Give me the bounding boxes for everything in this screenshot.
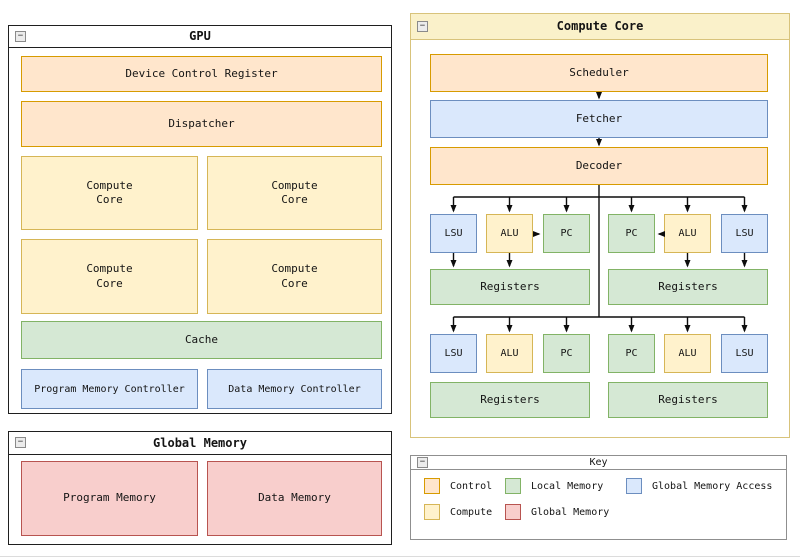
legend-label: Control xyxy=(450,480,493,492)
minimize-icon[interactable]: − xyxy=(15,31,26,42)
lsu-block: LSU xyxy=(721,214,768,253)
minimize-icon[interactable]: − xyxy=(417,457,428,468)
window-compute-core-titlebar: − Compute Core xyxy=(411,14,789,40)
window-gpu-title: GPU xyxy=(189,29,211,43)
scheduler-block: Scheduler xyxy=(430,54,768,92)
legend-item-control: Control xyxy=(424,478,492,494)
legend-item-local-memory: Local Memory xyxy=(505,478,603,494)
decoder-block: Decoder xyxy=(430,147,768,185)
window-global-memory-titlebar: − Global Memory xyxy=(9,432,391,455)
alu-block: ALU xyxy=(664,334,711,373)
legend-label: Local Memory xyxy=(531,480,604,492)
window-compute-core-title: Compute Core xyxy=(556,19,644,33)
global-memory-swatch xyxy=(505,504,521,520)
lsu-block: LSU xyxy=(721,334,768,373)
window-gpu: − GPU Device Control Register Dispatcher… xyxy=(8,25,392,414)
legend-item-compute: Compute xyxy=(424,504,492,520)
program-memory-block: Program Memory xyxy=(21,461,198,536)
legend-item-global-memory-access: Global Memory Access xyxy=(626,478,772,494)
registers-block: Registers xyxy=(608,269,768,305)
legend-item-global-memory: Global Memory xyxy=(505,504,609,520)
data-memory-controller-block: Data Memory Controller xyxy=(207,369,382,409)
data-memory-block: Data Memory xyxy=(207,461,382,536)
compute-core-block-4: Compute Core xyxy=(207,239,382,314)
lsu-block: LSU xyxy=(430,334,477,373)
window-key-titlebar: − Key xyxy=(411,456,786,470)
window-compute-core: − Compute Core Scheduler Fetcher Decoder… xyxy=(410,13,790,438)
legend-label: Global Memory xyxy=(531,506,610,518)
device-control-register-block: Device Control Register xyxy=(21,56,382,92)
cache-block: Cache xyxy=(21,321,382,359)
minimize-icon[interactable]: − xyxy=(417,21,428,32)
window-key: − Key Control Local Memory Global Memory… xyxy=(410,455,787,540)
alu-block: ALU xyxy=(486,214,533,253)
legend-label: Compute xyxy=(450,506,493,518)
local-memory-swatch xyxy=(505,478,521,494)
window-gpu-titlebar: − GPU xyxy=(9,26,391,48)
registers-block: Registers xyxy=(430,382,590,418)
registers-block: Registers xyxy=(430,269,590,305)
fetcher-block: Fetcher xyxy=(430,100,768,138)
page-bottom-divider xyxy=(0,556,800,557)
registers-block: Registers xyxy=(608,382,768,418)
compute-core-block-3: Compute Core xyxy=(21,239,198,314)
compute-core-block-2: Compute Core xyxy=(207,156,382,230)
window-global-memory-title: Global Memory xyxy=(153,436,247,450)
window-key-title: Key xyxy=(589,457,608,468)
control-swatch xyxy=(424,478,440,494)
compute-swatch xyxy=(424,504,440,520)
lsu-block: LSU xyxy=(430,214,477,253)
window-global-memory: − Global Memory Program Memory Data Memo… xyxy=(8,431,392,545)
minimize-icon[interactable]: − xyxy=(15,437,26,448)
compute-core-block-1: Compute Core xyxy=(21,156,198,230)
program-memory-controller-block: Program Memory Controller xyxy=(21,369,198,409)
pc-block: PC xyxy=(608,214,655,253)
pc-block: PC xyxy=(543,334,590,373)
alu-block: ALU xyxy=(664,214,711,253)
legend-label: Global Memory Access xyxy=(652,480,773,492)
global-memory-access-swatch xyxy=(626,478,642,494)
dispatcher-block: Dispatcher xyxy=(21,101,382,147)
pc-block: PC xyxy=(608,334,655,373)
alu-block: ALU xyxy=(486,334,533,373)
pc-block: PC xyxy=(543,214,590,253)
